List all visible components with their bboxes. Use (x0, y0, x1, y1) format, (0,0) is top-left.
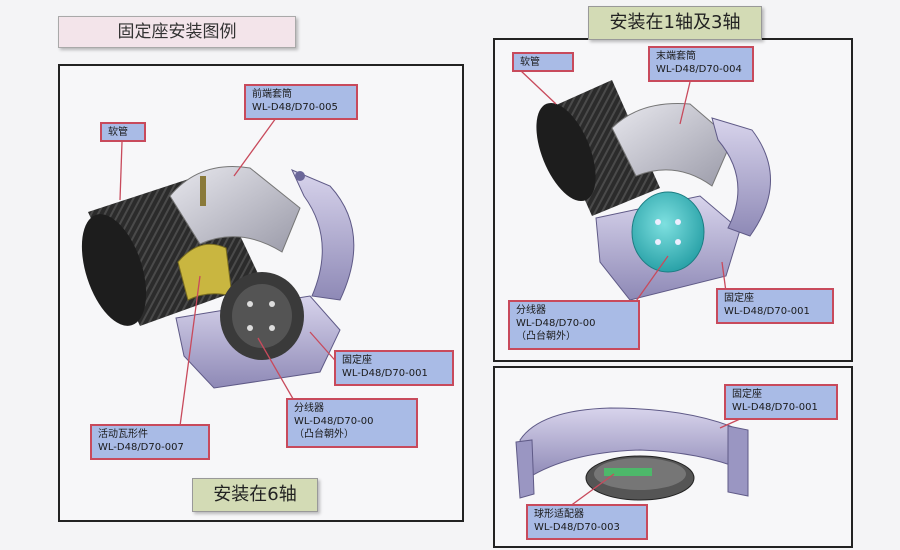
label-end-sleeve-code: WL-D48/D70-004 (656, 64, 742, 75)
label-ball-adapter-code: WL-D48/D70-003 (534, 522, 620, 533)
label-splitter-6-axis-note: （凸台朝外） (294, 429, 354, 440)
label-front-sleeve-name: 前端套筒 (252, 89, 292, 100)
front-sleeve-6-axis (169, 166, 301, 253)
section-title-6-axis: 安装在6轴 (192, 478, 318, 512)
splitter-6-axis (220, 272, 304, 360)
label-tile-part-name: 活动瓦形件 (98, 429, 148, 440)
label-splitter-6-axis-code: WL-D48/D70-00 (294, 416, 374, 427)
label-splitter-1-3-axis-note: （凸台朝外） (516, 331, 576, 342)
label-fixed-seat-6-axis-code: WL-D48/D70-001 (342, 368, 428, 379)
label-fixed-seat-1-3-axis-code: WL-D48/D70-001 (724, 306, 810, 317)
hose-1-3-axis (536, 80, 660, 216)
label-end-sleeve: 末端套筒 WL-D48/D70-004 (648, 46, 754, 82)
label-hose-1-3-axis-text: 软管 (520, 57, 540, 68)
label-fixed-seat-1-3-axis-name: 固定座 (724, 293, 754, 304)
label-splitter-1-3-axis: 分线器 WL-D48/D70-00 （凸台朝外） (508, 300, 640, 350)
label-hose-6-axis: 软管 (100, 122, 146, 142)
section-title-1-3-axis: 安装在1轴及3轴 (588, 6, 762, 40)
label-splitter-6-axis-name: 分线器 (294, 403, 324, 414)
label-end-sleeve-name: 末端套筒 (656, 51, 696, 62)
label-fixed-seat-adapter-code: WL-D48/D70-001 (732, 402, 818, 413)
label-front-sleeve-code: WL-D48/D70-005 (252, 102, 338, 113)
label-ball-adapter: 球形适配器 WL-D48/D70-003 (526, 504, 648, 540)
label-ball-adapter-name: 球形适配器 (534, 509, 584, 520)
label-hose-1-3-axis: 软管 (512, 52, 574, 72)
label-tile-part: 活动瓦形件 WL-D48/D70-007 (90, 424, 210, 460)
splitter-1-3-axis (631, 191, 705, 273)
label-fixed-seat-adapter-name: 固定座 (732, 389, 762, 400)
label-fixed-seat-1-3-axis: 固定座 WL-D48/D70-001 (716, 288, 834, 324)
label-fixed-seat-6-axis-name: 固定座 (342, 355, 372, 366)
label-splitter-1-3-axis-name: 分线器 (516, 305, 546, 316)
label-fixed-seat-adapter: 固定座 WL-D48/D70-001 (724, 384, 838, 420)
label-front-sleeve: 前端套筒 WL-D48/D70-005 (244, 84, 358, 120)
label-fixed-seat-6-axis: 固定座 WL-D48/D70-001 (334, 350, 454, 386)
end-sleeve-1-3-axis (611, 103, 733, 187)
label-hose-6-axis-text: 软管 (108, 127, 128, 138)
label-splitter-1-3-axis-code: WL-D48/D70-00 (516, 318, 596, 329)
label-splitter-6-axis: 分线器 WL-D48/D70-00 （凸台朝外） (286, 398, 418, 448)
label-tile-part-code: WL-D48/D70-007 (98, 442, 184, 453)
page-title: 固定座安装图例 (58, 16, 296, 48)
ball-adapter (585, 455, 695, 501)
fixed-seat-adapter (515, 407, 749, 499)
